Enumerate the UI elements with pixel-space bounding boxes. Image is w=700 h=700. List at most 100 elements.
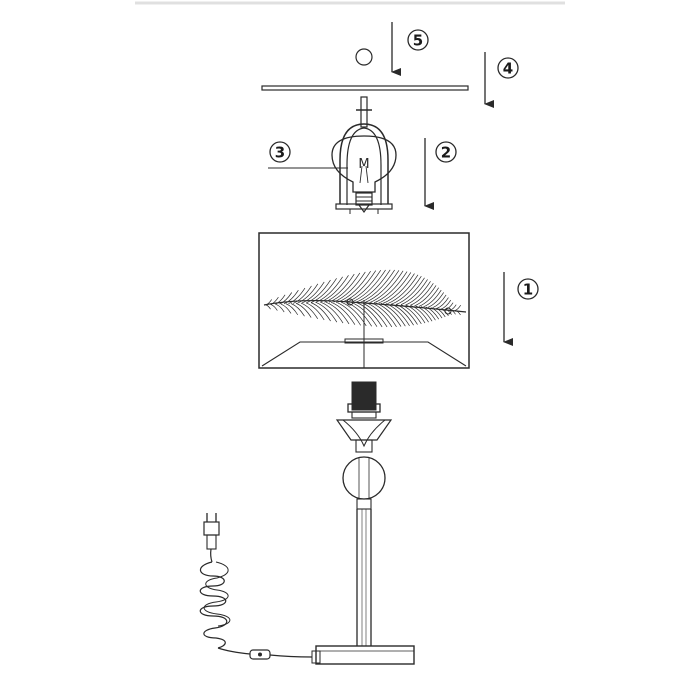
feather-barb	[265, 304, 271, 310]
feather-barb	[305, 302, 325, 321]
feather-barb	[319, 275, 349, 303]
feather-barb	[270, 304, 278, 311]
step-1-label: 1	[523, 281, 533, 299]
feather-barb	[265, 299, 272, 306]
feather-barb	[364, 270, 400, 303]
feather-barb	[370, 302, 397, 328]
feather-barb	[315, 276, 343, 303]
feather-barb	[380, 302, 406, 327]
feather-barb	[430, 307, 443, 319]
feather-barb	[382, 273, 415, 304]
feather-barb	[432, 294, 447, 309]
feather-barb	[445, 309, 452, 315]
feather-barb	[310, 278, 337, 303]
finial-part	[355, 48, 373, 66]
feather-barb	[365, 302, 393, 328]
feather-barb	[400, 304, 422, 325]
feather-barb	[375, 302, 402, 327]
feather-barb	[369, 270, 404, 303]
feather-barb	[355, 269, 391, 303]
feather-barb	[445, 302, 454, 310]
feather-knot	[444, 307, 452, 315]
feather-barb	[292, 285, 312, 304]
step-2-label: 2	[441, 144, 451, 162]
feather-barb	[337, 270, 371, 303]
feather-barb	[414, 285, 437, 307]
feather-barb	[455, 310, 461, 316]
step-1-marker: 1	[517, 278, 539, 300]
feather-barb	[280, 303, 292, 314]
step-4-label: 4	[503, 60, 513, 78]
lamp-base-part	[311, 381, 415, 665]
feather-barb	[346, 269, 382, 303]
feather-barb	[418, 287, 439, 307]
feather-barb	[320, 302, 344, 324]
feather-barb	[310, 302, 331, 322]
feather-barb	[373, 271, 408, 304]
feather-barb	[427, 292, 444, 308]
feather-barb	[350, 301, 378, 327]
feather-barb	[288, 287, 306, 304]
feather-barb	[275, 303, 285, 313]
feather-barb	[441, 299, 452, 310]
feather-barb	[420, 306, 436, 321]
feather-barb	[333, 271, 366, 303]
feather-barb	[330, 301, 356, 325]
feather-barb	[345, 301, 372, 327]
feather-barb	[360, 302, 388, 328]
feather-barb	[290, 303, 305, 317]
feather-barb	[297, 283, 319, 304]
feather-barb	[328, 272, 361, 303]
feather-barb	[301, 281, 325, 304]
power-cord	[199, 513, 313, 660]
feather-barb	[396, 277, 425, 305]
feather-barb	[279, 292, 293, 305]
feather-barb	[360, 269, 395, 303]
top-plate-part	[261, 85, 469, 91]
feather-barb	[274, 294, 286, 305]
feather-decoration	[263, 269, 467, 328]
filament-letter: M	[358, 157, 369, 172]
feather-barb	[285, 303, 299, 316]
feather-barb	[385, 303, 410, 326]
step-3-marker: 3	[269, 141, 291, 163]
feather-barb	[425, 306, 440, 320]
feather-barb	[415, 305, 433, 322]
lamp-shade-part	[258, 232, 470, 369]
feather-barb	[325, 301, 350, 325]
feather-barb	[395, 303, 418, 325]
feather-barb	[391, 275, 422, 305]
feather-barb	[436, 297, 449, 309]
feather-knot	[346, 298, 354, 306]
feather-barb	[454, 305, 461, 311]
step-3-label: 3	[275, 144, 285, 162]
feather-barb	[351, 269, 386, 303]
feather-barb	[306, 279, 331, 304]
step-2-marker: 2	[435, 141, 457, 163]
feather-barb	[340, 301, 367, 327]
feather-barb	[400, 279, 428, 305]
feather-barb	[405, 304, 426, 324]
feather-barb	[342, 270, 377, 303]
feather-barb	[409, 283, 434, 306]
feather-barb	[300, 302, 319, 319]
bulb-harp-part	[331, 96, 397, 214]
feather-barb	[410, 305, 429, 323]
feather-barb	[324, 273, 355, 303]
feather-barb	[387, 274, 419, 304]
step-5-label: 5	[413, 32, 423, 50]
feather-barb	[295, 302, 312, 318]
feather-barb	[405, 281, 431, 306]
feather-barb	[390, 303, 414, 326]
feather-barb	[423, 289, 442, 308]
feather-barb	[378, 272, 412, 304]
feather-barb	[355, 301, 383, 328]
feather-barb	[315, 302, 338, 323]
step-5-marker: 5	[407, 29, 429, 51]
feather-barb	[435, 307, 446, 318]
feather-barb	[335, 301, 361, 326]
step-4-marker: 4	[497, 57, 519, 79]
feather-barb	[283, 290, 299, 305]
